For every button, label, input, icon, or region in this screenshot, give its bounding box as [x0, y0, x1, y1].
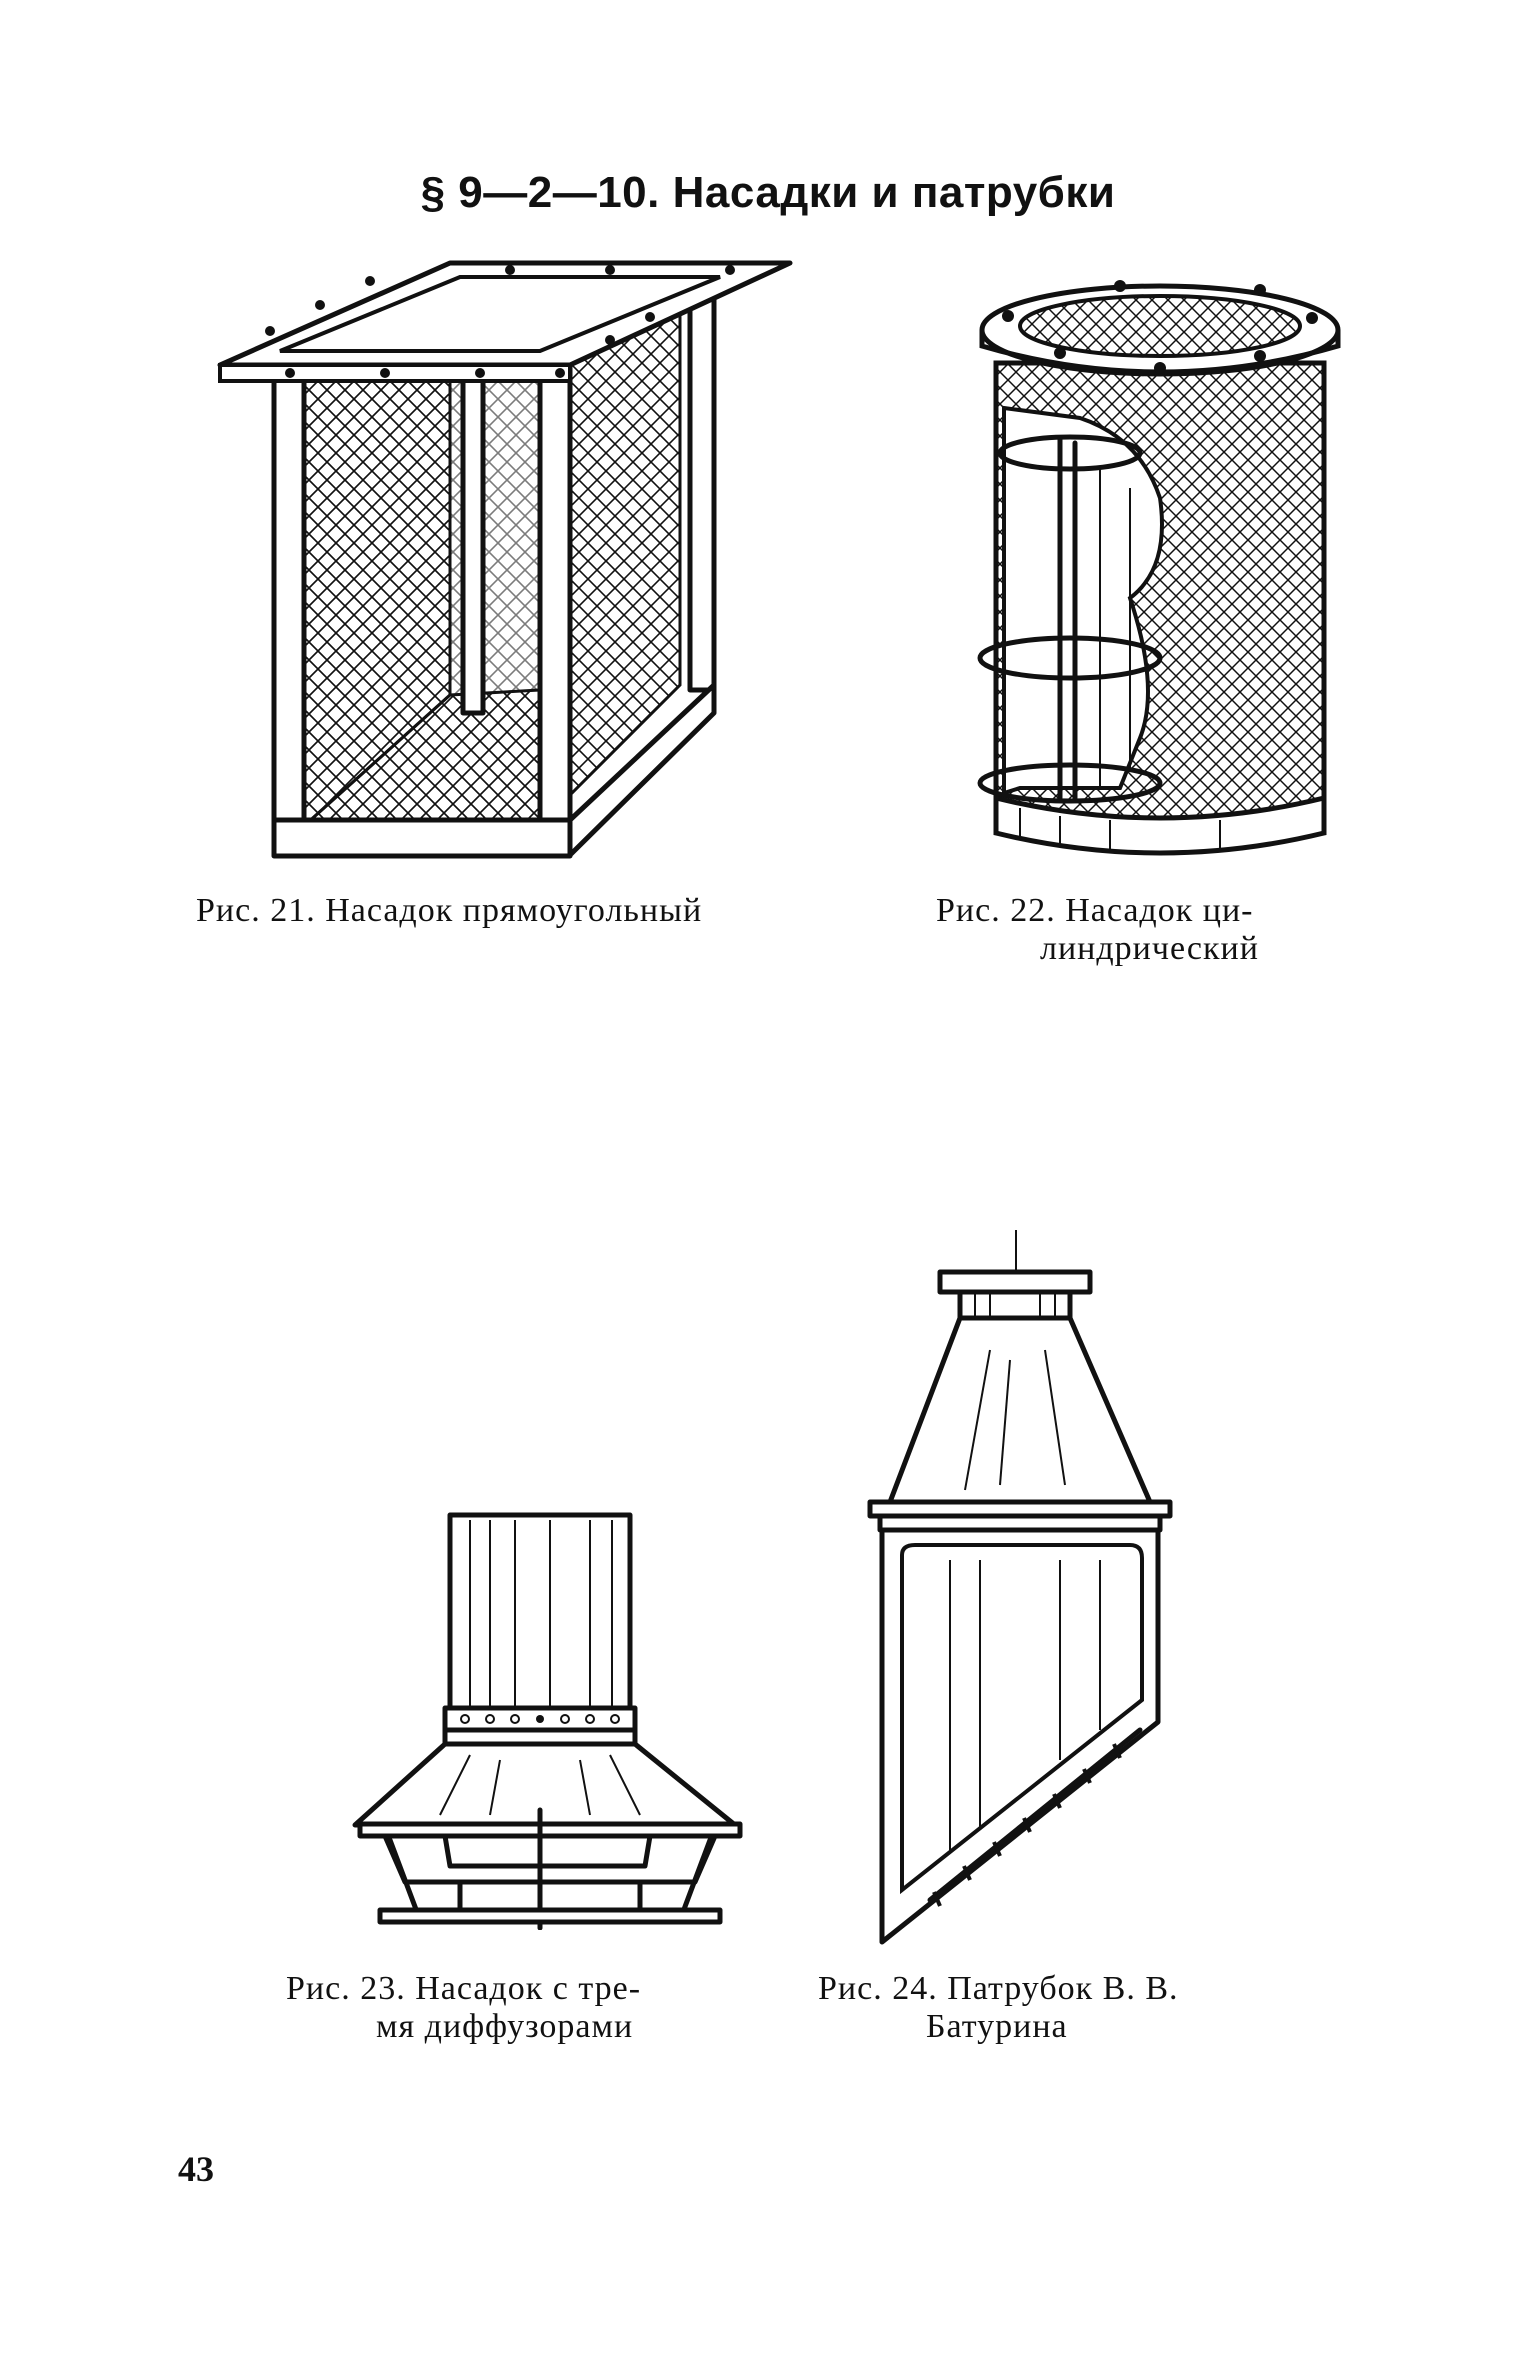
figure-22-caption: Рис. 22. Насадок ци- линдрический [936, 892, 1259, 968]
figure-24-caption-line-2: Батурина [926, 2008, 1068, 2045]
figure-23-caption: Рис. 23. Насадок с тре- мя диффузорами [286, 1970, 641, 2046]
figure-24-baturin-branch-pipe [867, 1230, 1173, 1945]
figure-23-caption-line-2: мя диффузорами [376, 2008, 634, 2045]
page-number: 43 [178, 2149, 214, 2189]
figure-21-caption: Рис. 21. Насадок прямоугольный [196, 892, 703, 929]
section-title: § 9—2—10. Насадки и патрубки [420, 168, 1116, 217]
figure-24-caption: Рис. 24. Патрубок В. В. Батурина [818, 1970, 1179, 2046]
figure-22-caption-line-1: Рис. 22. Насадок ци- [936, 892, 1254, 929]
figure-22-caption-line-2: линдрический [1040, 930, 1259, 967]
figure-23-three-diffuser-nozzle [352, 1512, 743, 1930]
figure-21-rectangular-nozzle [217, 260, 793, 859]
figure-22-cylindrical-nozzle [977, 280, 1341, 856]
figure-24-caption-line-1: Рис. 24. Патрубок В. В. [818, 1970, 1179, 2007]
figure-23-caption-line-1: Рис. 23. Насадок с тре- [286, 1970, 642, 2007]
